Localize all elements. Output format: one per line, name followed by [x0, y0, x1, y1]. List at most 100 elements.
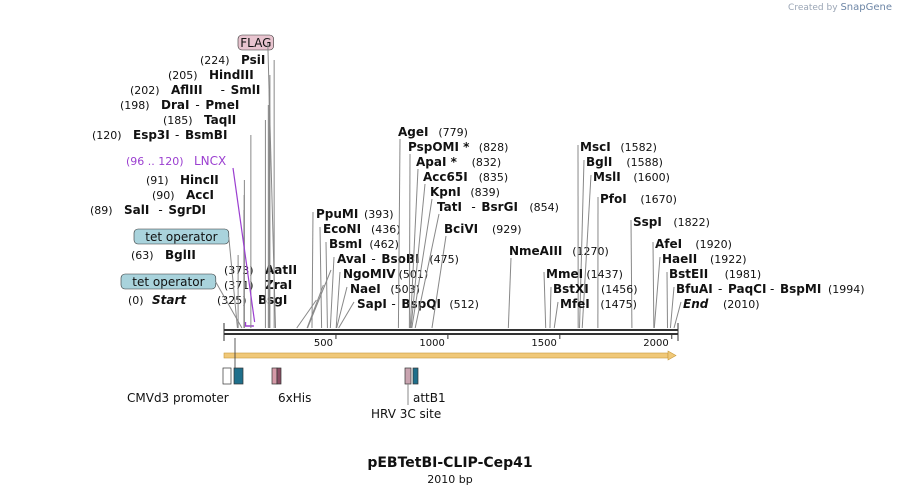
site-bsteii-line: [666, 271, 669, 329]
site-haeii-name: HaeII: [662, 252, 697, 266]
feature-glyph: [404, 367, 412, 385]
site-avai-pos: (475): [429, 253, 459, 266]
site-drai-pos: (198): [120, 99, 150, 112]
site-bglii-pos: (63): [131, 249, 154, 262]
site-naei-name: NaeI: [350, 282, 381, 296]
site-bfuai-extra2: BspMI: [780, 282, 821, 296]
site-end-pos: (2010): [723, 298, 760, 311]
site-bstxi-name: BstXI: [553, 282, 589, 296]
site-afliii-name: AflIII: [171, 83, 203, 97]
site-sspi-name: SspI: [633, 215, 662, 229]
site-sali-dash: -: [158, 203, 162, 217]
site-sapi-name: SapI: [357, 297, 387, 311]
site-pspomi-name: PspOMI *: [408, 140, 470, 154]
site-bcivi-pos: (929): [492, 223, 522, 236]
site-tati-name: TatI: [437, 200, 462, 214]
site-bglii-name: BglII: [165, 248, 196, 262]
site-kpni-pos: (839): [470, 186, 500, 199]
site-econi-line: [319, 226, 323, 329]
site-bfuai-dash: -: [718, 282, 722, 296]
site-sapi-pos: (512): [449, 298, 479, 311]
site-hincii-pos: (91): [146, 174, 169, 187]
site-aatii-pos: (373): [224, 264, 254, 277]
site-bsgi-line: [296, 299, 317, 329]
site-mfei-pos: (1475): [600, 298, 637, 311]
site-bsgi-name: BsgI: [258, 293, 287, 307]
site-end-line: [673, 301, 682, 329]
site-kpni-name: KpnI: [430, 185, 461, 199]
site-kpni-line: [411, 198, 433, 329]
tet-operator-label: tet operator: [145, 230, 217, 244]
site-drai-name: DraI: [161, 98, 189, 112]
site-sali-extra: SgrDI: [168, 203, 206, 217]
site-bsmi-pos: (462): [369, 238, 399, 251]
feature-glyph: [222, 367, 232, 385]
site-bgli-pos: (1588): [626, 156, 663, 169]
feature-label-cmvd3-promoter: CMVd3 promoter: [127, 391, 229, 405]
site-esp3i-name: Esp3I: [133, 128, 170, 142]
lncx-name: LNCX: [194, 154, 226, 168]
site-acci-name: AccI: [186, 188, 214, 202]
site-bfuai-dash2: -: [770, 282, 774, 296]
site-mfei-line: [553, 301, 559, 329]
site-mmei-name: MmeI: [546, 267, 583, 281]
scale-tick-label: 500: [314, 338, 333, 349]
site-zrai-name: ZraI: [265, 278, 292, 292]
site-sali-name: SalI: [124, 203, 149, 217]
site-bfuai-extra: PaqCI: [728, 282, 766, 296]
site-bfuai-pos: (1994): [828, 283, 865, 296]
site-haeii-pos: (1922): [710, 253, 747, 266]
scale-tick-label: 1500: [531, 338, 556, 349]
site-acc65i-name: Acc65I: [423, 170, 468, 184]
tet-operator-box: [133, 228, 230, 245]
orf-arrow-body: [223, 352, 669, 359]
site-afliii-extra: SmlI: [231, 83, 261, 97]
feature-glyph: [276, 367, 282, 385]
site-pfoi-pos: (1670): [640, 193, 677, 206]
feature-label-hrv-3c-site: HRV 3C site: [371, 407, 441, 421]
site-bstxi-line: [549, 286, 552, 329]
site-agei-name: AgeI: [398, 125, 428, 139]
site-apai-name: ApaI *: [416, 155, 458, 169]
site-aatii-name: AatII: [265, 263, 297, 277]
watermark-brand: SnapGene: [840, 2, 892, 13]
site-msli-line: [581, 174, 592, 329]
tet-operator-line: [215, 281, 243, 329]
site-zrai-pos: (371): [224, 279, 254, 292]
site-apai-line: [409, 168, 419, 329]
site-msci-name: MscI: [580, 140, 611, 154]
site-tati-dash: -: [471, 200, 475, 214]
site-nmeaiii-line: [507, 257, 512, 329]
site-sapi-dash: -: [391, 297, 395, 311]
site-avai-name: AvaI: [337, 252, 366, 266]
tet-operator-line: [228, 236, 238, 329]
site-bsmi-line: [325, 241, 328, 329]
feature-glyph: [233, 367, 244, 385]
site-acc65i-pos: (835): [479, 171, 509, 184]
site-nmeaiii-name: NmeAIII: [509, 244, 562, 258]
site-haeii-line: [653, 256, 661, 329]
site-start-pos: (0): [128, 294, 144, 307]
site-psii-pos: (224): [200, 54, 230, 67]
site-sspi-line: [630, 219, 633, 329]
site-bsgi-pos: (325): [217, 294, 247, 307]
site-bcivi-name: BciVI: [444, 222, 478, 236]
site-avai-dash: -: [371, 252, 375, 266]
site-econi-pos: (436): [371, 223, 401, 236]
site-avai-line: [329, 256, 335, 329]
site-afliii-dash: -: [221, 83, 225, 97]
site-bgli-name: BglI: [586, 155, 612, 169]
scale-tick-label: 1000: [419, 338, 444, 349]
site-drai-dash: -: [195, 98, 199, 112]
snapgene-watermark: Created by SnapGene: [788, 2, 892, 13]
site-sapi-line: [338, 301, 355, 329]
site-bfuai-name: BfuAI: [676, 282, 713, 296]
site-esp3i-pos: (120): [92, 129, 122, 142]
site-esp3i-extra: BsmBI: [185, 128, 227, 142]
scale-tick-label: 2000: [643, 338, 668, 349]
site-afei-pos: (1920): [695, 238, 732, 251]
site-agei-line: [397, 138, 401, 329]
site-acci-pos: (90): [152, 189, 175, 202]
site-msci-pos: (1582): [620, 141, 657, 154]
